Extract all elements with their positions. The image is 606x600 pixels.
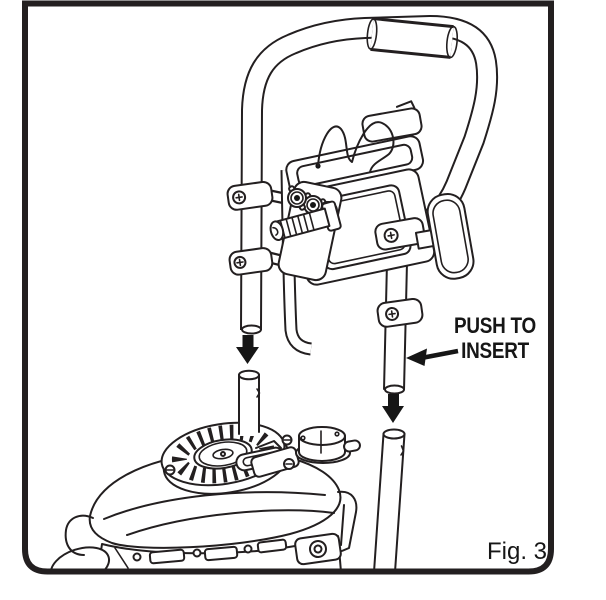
right-leg-end bbox=[384, 384, 405, 395]
callout-line2: INSERT bbox=[461, 338, 529, 363]
clamp-left-upper bbox=[226, 180, 274, 211]
left-leg-end bbox=[241, 324, 262, 335]
handle-assembly-illustration bbox=[226, 14, 499, 395]
callout-line1: PUSH TO bbox=[454, 313, 536, 338]
frame-border bbox=[22, 0, 554, 575]
clamp-left-lower bbox=[228, 247, 274, 276]
pull-cable bbox=[315, 121, 395, 173]
callout-arrow-icon bbox=[406, 348, 459, 366]
hose-fitting bbox=[269, 200, 342, 242]
push-to-insert-callout: PUSH TO INSERT bbox=[442, 313, 549, 363]
side-knob bbox=[414, 193, 475, 280]
insert-tube-left bbox=[238, 369, 261, 436]
nozzle-1 bbox=[287, 185, 307, 211]
pump bbox=[294, 532, 342, 566]
insert-tube-right bbox=[373, 428, 406, 569]
clamp-right-upper bbox=[374, 217, 426, 251]
fuel-cap bbox=[295, 426, 361, 464]
latch-plate bbox=[361, 100, 423, 143]
figure-label: Fig. 3 bbox=[487, 538, 548, 565]
recoil-starter bbox=[160, 421, 290, 495]
down-arrow-right-icon bbox=[382, 394, 404, 423]
down-arrow-left-icon bbox=[236, 335, 259, 364]
engine-illustration bbox=[49, 421, 361, 569]
mounting-rail bbox=[280, 169, 313, 356]
handle-grip bbox=[366, 17, 459, 59]
clamp-right-lower bbox=[376, 297, 424, 328]
